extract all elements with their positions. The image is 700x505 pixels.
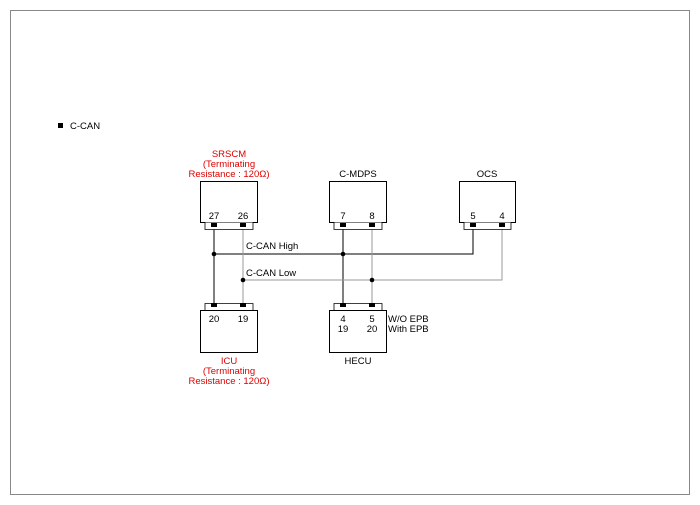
c-can-high-wire-trunk [214,228,474,255]
icu-note-2: Resistance : 120Ω) [188,376,269,387]
hecu-name: HECU [345,356,372,367]
pin-marker [240,223,246,227]
c-can-high-label: C-CAN High [246,241,298,252]
srscm-note-1: (Terminating [203,159,255,170]
pin-marker [211,303,217,307]
icu-name: ICU [221,356,238,367]
srscm-box [200,181,258,223]
srscm-name: SRSCM [212,149,246,160]
hecu-pin-5: 5 [369,314,374,325]
pin-marker [369,303,375,307]
splice-dot [340,251,346,257]
icu-note-1: (Terminating [203,366,255,377]
module-icu: 20 19 ICU (Terminating Resistance : 120Ω… [188,303,270,387]
diagram-frame [10,10,690,495]
ocs-name: OCS [477,169,498,180]
hecu-pin-19: 19 [338,324,349,335]
module-srscm: SRSCM (Terminating Resistance : 120Ω) 27… [188,149,270,230]
pin-marker [211,223,217,227]
pin-marker [340,223,346,227]
hecu-box [329,310,387,353]
srscm-note-2: Resistance : 120Ω) [188,169,269,180]
icu-pin-19: 19 [238,314,249,325]
splice-dot [211,251,217,257]
hecu-pin-20: 20 [367,324,378,335]
srscm-pin-27: 27 [209,211,220,222]
ocs-box [459,181,516,223]
icu-pin-20: 20 [209,314,220,325]
cmdps-pin-8: 8 [369,211,374,222]
pin-marker [499,223,505,227]
pin-marker [240,303,246,307]
cmdps-pin-7: 7 [340,211,345,222]
pin-marker [470,223,476,227]
cmdps-box [329,181,387,223]
icu-box [200,310,258,353]
cmdps-name: C-MDPS [339,169,376,180]
c-can-low-wire-trunk [243,228,503,281]
section-bullet-icon [58,123,63,128]
hecu-pin-4: 4 [340,314,345,325]
module-hecu: 4 5 19 20 W/O EPB With EPB HECU [329,303,429,367]
c-can-low-label: C-CAN Low [246,268,296,279]
ocs-pin-5: 5 [470,211,475,222]
hecu-with-epb-label: With EPB [388,324,429,335]
pin-marker [340,303,346,307]
hecu-wo-epb-label: W/O EPB [388,314,429,325]
section-title: C-CAN [70,121,100,132]
ocs-pin-4: 4 [499,211,504,222]
srscm-pin-26: 26 [238,211,249,222]
pin-marker [369,223,375,227]
splice-dot [240,277,246,283]
module-ocs: OCS 5 4 [459,169,516,230]
module-c-mdps: C-MDPS 7 8 [329,169,387,230]
splice-dot [369,277,375,283]
